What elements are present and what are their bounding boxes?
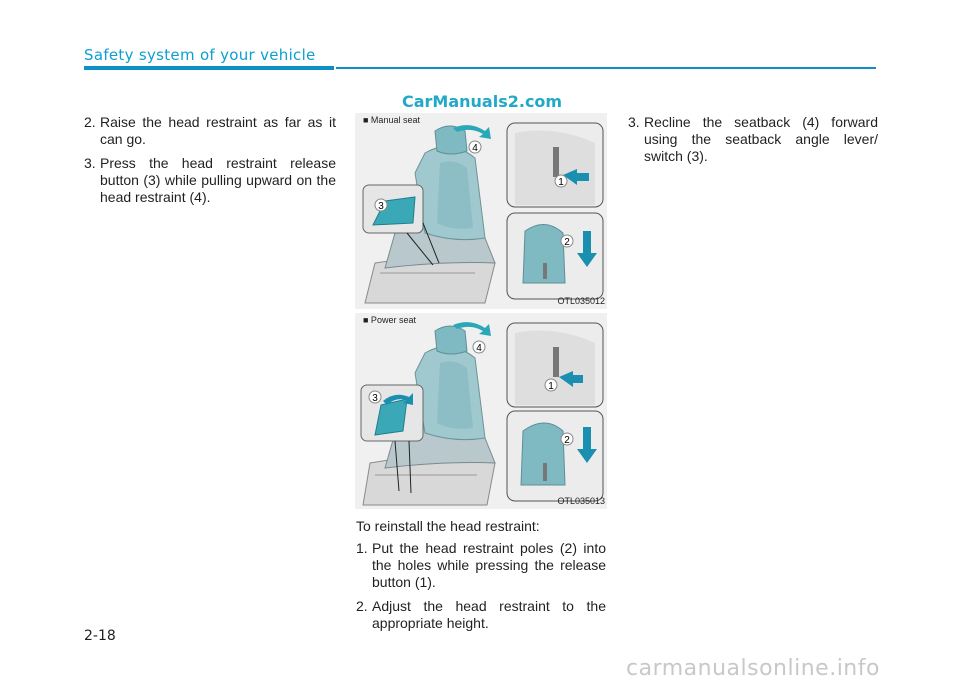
- figure-manual-seat: 4 1 2 3 ■ Manual seat OTL035012: [355, 113, 607, 309]
- step-item: 3.Press the head restraint release butto…: [84, 155, 336, 206]
- power-seat-illustration: 4 1 2 3: [360, 322, 604, 506]
- callout-2: 2: [564, 237, 570, 248]
- callout-4: 4: [476, 343, 482, 354]
- callout-4: 4: [472, 143, 478, 154]
- callout-3: 3: [372, 393, 378, 404]
- step-number: 2.: [356, 598, 368, 614]
- column-middle: To reinstall the head restraint: 1.Put t…: [356, 518, 606, 639]
- step-item: 1.Put the head restraint poles (2) into …: [356, 540, 606, 591]
- column-right: 3.Recline the seatback (4) forward using…: [628, 114, 878, 172]
- callout-3: 3: [378, 201, 384, 212]
- callout-1: 1: [548, 381, 554, 392]
- footer-watermark: carmanualsonline.info: [626, 656, 880, 681]
- figure-power-seat: 4 1 2 3 ■ Power seat OTL035013: [355, 313, 607, 509]
- callout-1: 1: [558, 177, 564, 188]
- step-text: Recline the seatback (4) forward using t…: [644, 114, 878, 164]
- header-accent-bar: [84, 66, 334, 70]
- figure-code: OTL035013: [557, 496, 605, 506]
- manual-seat-illustration: 4 1 2 3: [362, 122, 604, 304]
- step-item: 2.Raise the head restraint as far as it …: [84, 114, 336, 148]
- page-number: 2-18: [84, 628, 116, 644]
- column-left: 2.Raise the head restraint as far as it …: [84, 114, 336, 213]
- step-text: Adjust the head restraint to the appropr…: [372, 598, 606, 631]
- section-title: Safety system of your vehicle: [84, 46, 316, 64]
- step-item: 2.Adjust the head restraint to the appro…: [356, 598, 606, 632]
- subheading: To reinstall the head restraint:: [356, 518, 540, 534]
- step-text: Put the head restraint poles (2) into th…: [372, 540, 606, 590]
- header-rule: [336, 67, 876, 69]
- callout-markers: 4 1 2 3: [368, 340, 574, 446]
- callout-markers: 4 1 2 3: [374, 140, 574, 248]
- step-number: 2.: [84, 114, 96, 130]
- figure-label: ■ Manual seat: [363, 115, 420, 125]
- callout-2: 2: [564, 435, 570, 446]
- step-text: Raise the head restraint as far as it ca…: [100, 114, 336, 147]
- step-item: 3.Recline the seatback (4) forward using…: [628, 114, 878, 165]
- step-text: Press the head restraint release button …: [100, 155, 336, 205]
- watermark-carmanuals2: CarManuals2.com: [402, 92, 563, 111]
- step-number: 3.: [84, 155, 96, 171]
- figure-code: OTL035012: [557, 296, 605, 306]
- step-number: 1.: [356, 540, 368, 556]
- step-number: 3.: [628, 114, 640, 130]
- figure-label: ■ Power seat: [363, 315, 416, 325]
